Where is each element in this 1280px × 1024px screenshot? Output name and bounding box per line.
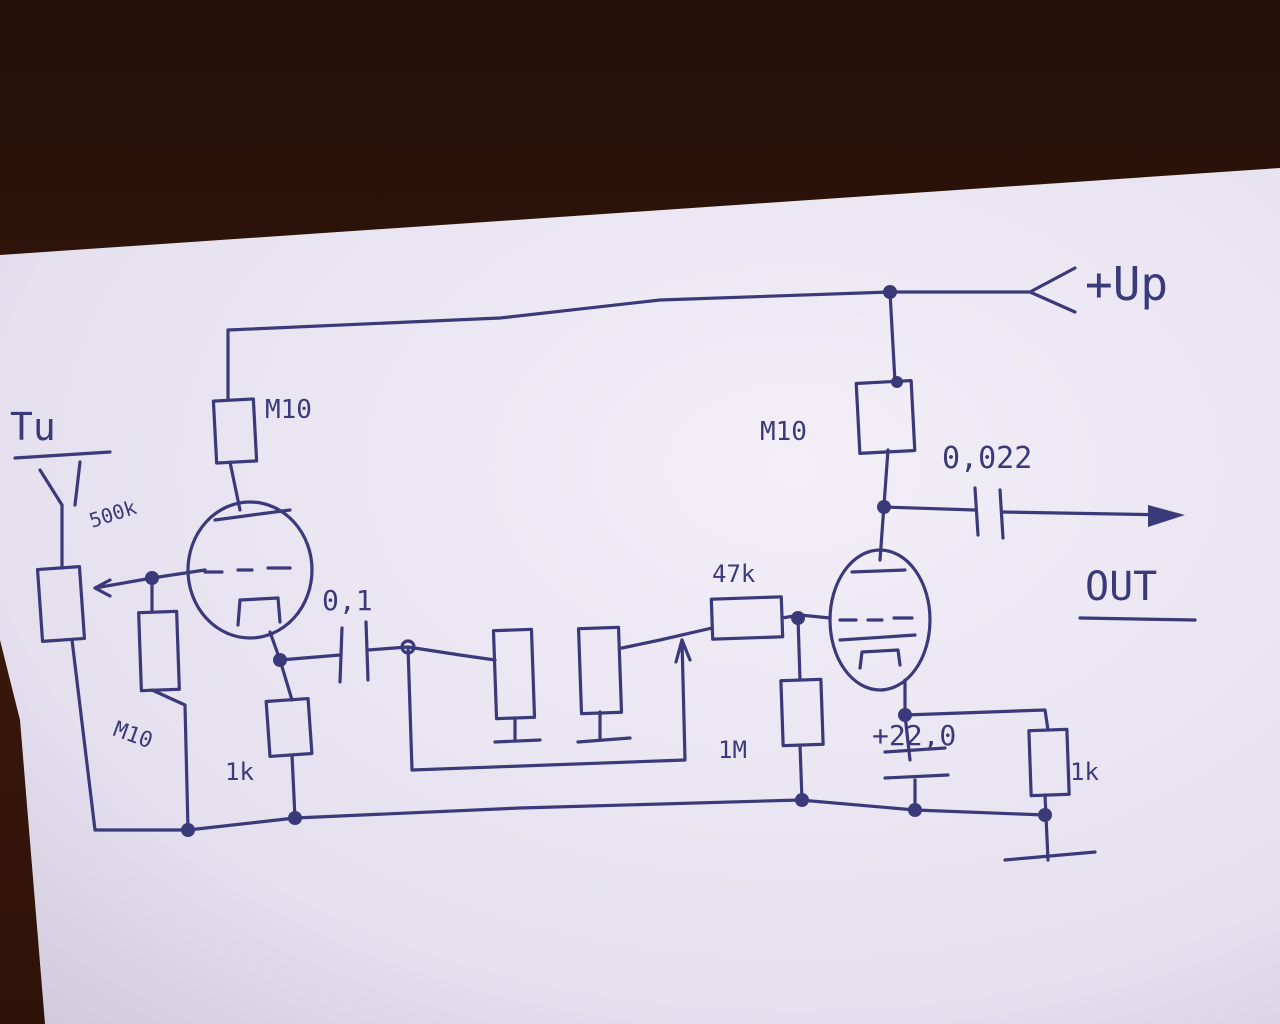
- junction-dot: [891, 376, 903, 388]
- output-capacitor: [973, 486, 1005, 540]
- coupling-capacitor-label: 0,1: [322, 584, 373, 617]
- tone-r1-wire: [458, 653, 542, 744]
- junction-open-dot: [400, 639, 416, 655]
- input-label-underline: [13, 450, 112, 460]
- cathode2-wire: [903, 678, 1097, 862]
- junction-dot: [1038, 808, 1052, 822]
- junction-dots: [145, 285, 1052, 837]
- cathode1-resistor-label: 1k: [225, 758, 254, 786]
- junction-dot: [795, 793, 809, 807]
- grid1-resistor: [137, 609, 181, 693]
- junction-dot: [181, 823, 195, 837]
- series-resistor-label: 47k: [712, 560, 756, 588]
- junction-dot: [883, 285, 897, 299]
- junction-dot: [288, 811, 302, 825]
- cathode1-resistor: [264, 697, 314, 758]
- labels: +Up Tu 500k M10 M10 1k 0,1 47k 1M M10 0,…: [10, 257, 1197, 786]
- series-resistor: [709, 595, 785, 641]
- supply-rail-wire: [226, 266, 1077, 340]
- plate1-resistor: [211, 397, 259, 465]
- supply-label: +Up: [1085, 257, 1168, 311]
- output-label-underline: [1078, 616, 1197, 622]
- tone-network-wire: [406, 638, 687, 772]
- cathode-capacitor-label: +22,0: [872, 719, 956, 752]
- tube1: [186, 500, 314, 640]
- junction-dot: [898, 708, 912, 722]
- plate2-resistor-label: M10: [760, 417, 807, 447]
- tube2: [828, 548, 932, 692]
- junction-dot: [145, 571, 159, 585]
- plate2-resistor: [854, 378, 917, 455]
- junction-dot: [791, 611, 805, 625]
- plate1-resistor-label: M10: [265, 395, 312, 425]
- input-label: Tu: [10, 405, 56, 449]
- grid2-resistor-label: 1M: [718, 736, 747, 764]
- output-capacitor-label: 0,022: [942, 441, 1032, 476]
- plate2-supply-wire: [888, 290, 897, 384]
- junction-dot: [273, 653, 287, 667]
- tone-pot-arrow: [674, 638, 692, 664]
- output-wire: [882, 505, 1172, 517]
- coupling-capacitor: [338, 620, 370, 684]
- cathode2-resistor-label: 1k: [1070, 758, 1099, 786]
- output-label: OUT: [1085, 564, 1157, 610]
- input-potentiometer: [35, 565, 87, 643]
- paper-sheet: [0, 168, 1280, 1024]
- input-wire: [38, 460, 82, 570]
- ground-bus-wire: [70, 638, 1047, 832]
- output-arrow: [1148, 505, 1185, 527]
- junction-dot: [908, 803, 922, 817]
- tone-resistor-2: [576, 625, 624, 716]
- junction-dot: [877, 500, 891, 514]
- components: [35, 378, 1185, 798]
- tone-r2-wire: [576, 626, 714, 744]
- wiper-arrow: [93, 578, 112, 598]
- tone-resistor-1: [491, 627, 537, 721]
- grid2-resistor: [779, 677, 825, 748]
- cathode2-resistor: [1027, 727, 1071, 798]
- cathode-capacitor: [883, 746, 950, 780]
